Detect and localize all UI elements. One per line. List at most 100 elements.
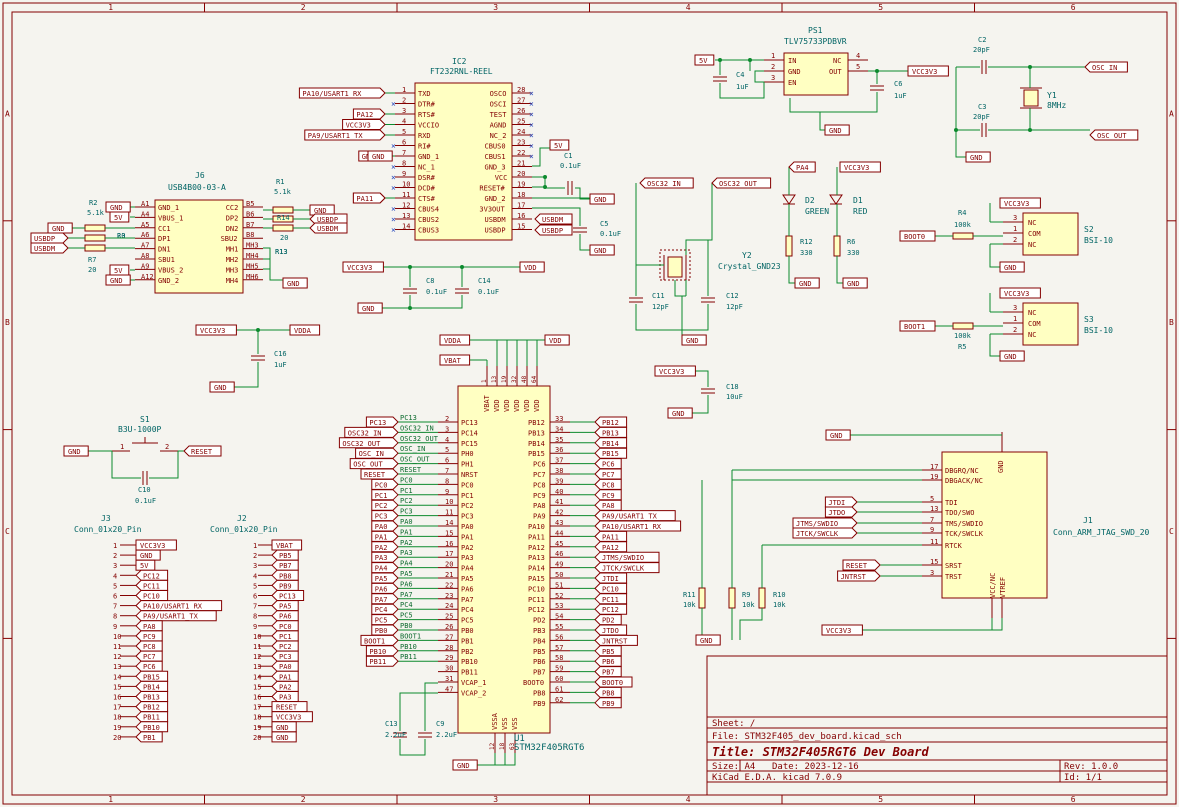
u1-pin-num: 21: [445, 571, 453, 579]
ic2-pin-name: GND_1: [418, 153, 439, 161]
u1-pin-name: PB13: [528, 429, 545, 437]
u1-right-label: [594, 572, 628, 584]
j2-pins-pin-num: 20: [253, 734, 261, 742]
j3-pins-pin-num: 18: [113, 714, 121, 722]
jtag-vcc-label: [821, 624, 863, 636]
svg-text:3: 3: [1013, 304, 1017, 312]
jtag-vcc-label-text: VCC3V3: [826, 627, 851, 635]
u1-pin-num: 12: [489, 742, 496, 750]
vdda-label: [289, 324, 321, 336]
j1-jtag-connector: DBGRQ/NC17DBGACK/NC19TDI5TDO/SWO13TMS/SW…: [922, 432, 1150, 618]
u1-pin-name: PA6: [461, 585, 474, 593]
u1-left-label-text: OSC32_IN: [348, 429, 382, 437]
wire: [690, 395, 709, 414]
u1-pin-num: 46: [555, 550, 563, 558]
usb-5v-label: [109, 211, 130, 223]
u1-pin-name: PC2: [461, 502, 474, 510]
u1-pin-num: 35: [555, 436, 563, 444]
s2-vcc-label-text: VCC3V3: [1004, 200, 1029, 208]
svg-text:IN: IN: [788, 57, 796, 65]
j3-pins-pin-label-text: PB15: [143, 673, 160, 681]
svg-text:NC: NC: [1028, 219, 1036, 227]
u1-pin-name: PA8: [533, 502, 546, 510]
u1-pin-name: PB6: [533, 658, 546, 666]
u1-right-label: [594, 624, 628, 636]
y1-value: 8MHz: [1047, 101, 1066, 110]
u1-value: STM32F405RGT6: [514, 743, 584, 753]
led-gnd-label: [842, 277, 868, 289]
s2-switch: NC COM NC 3 1 2 S2 BSI-10: [1003, 212, 1113, 256]
u1-pin-name: PC6: [533, 461, 546, 469]
j2-pins-pin-num: 13: [253, 663, 261, 671]
u1-pin-num: 40: [555, 488, 563, 496]
j3-pins-pin-num: 7: [113, 603, 117, 611]
j6-pin-num: A1: [141, 200, 149, 208]
j3-pins-pin-label-text: PC11: [143, 582, 160, 590]
j2-pins-pin-label: [271, 590, 305, 601]
ref-r4: R4: [958, 209, 966, 217]
j3-pins-pin-label-text: PB14: [143, 683, 160, 691]
led-pa4-label: [788, 161, 816, 173]
ref-r5: R5: [958, 343, 966, 351]
ic2-ft232: TXD1DTR#2×RTS#3VCCIO4RXD5RI#6×GND_17NC_1…: [391, 57, 534, 241]
ic2-pin-name: RESET#: [479, 185, 505, 193]
ref-c4: C4: [736, 71, 744, 79]
ref-r9: R9: [742, 591, 750, 599]
u1-pin-num: 7: [445, 467, 449, 475]
u1-right-label-text: JNTRST: [602, 637, 628, 645]
wire: [579, 234, 590, 251]
u1-left-label: [360, 468, 399, 480]
u1-pin-num: 34: [555, 425, 563, 433]
no-connect-mark: ×: [391, 226, 396, 235]
ic2-pin-num: 7: [402, 149, 406, 157]
value-r2: 5.1k: [87, 209, 105, 217]
wire: [399, 692, 438, 731]
wire: [424, 682, 438, 731]
title-block: Sheet: / File: STM32F405_dev_board.kicad…: [706, 655, 1168, 796]
junction: [1028, 128, 1032, 132]
wire: [399, 739, 426, 756]
ic2-pin-name: GND_2: [485, 195, 506, 203]
ic2-pin-name: TEST: [490, 111, 508, 119]
u1-right-label-text: PB9: [602, 700, 615, 708]
ldo-gnd-label: [824, 124, 850, 136]
svg-text:3: 3: [771, 74, 775, 82]
u1-vdd-label: [544, 334, 570, 346]
u1-pin-name: PA14: [528, 565, 545, 573]
svg-text:NC: NC: [833, 57, 841, 65]
ref-c13: C13: [385, 720, 398, 728]
ref-c2: C2: [978, 36, 986, 44]
u1-left-label: [371, 572, 399, 584]
tb-tool: KiCad E.D.A. kicad 7.0.9: [712, 773, 842, 783]
usbdm-label: [309, 222, 348, 234]
resistor-r5: [952, 322, 974, 330]
j2-pins-pin-label: [271, 600, 299, 612]
ref-c12: C12: [726, 292, 739, 300]
j6-pin-name: GND_2: [158, 277, 179, 285]
svg-text:4: 4: [856, 52, 860, 60]
no-connect-mark: ×: [529, 121, 534, 130]
j1-ref: J1: [1083, 516, 1093, 525]
ic2-left-label: [352, 108, 386, 120]
tb-size: Size: A4: [712, 762, 755, 772]
svg-text:5: 5: [856, 63, 860, 71]
u1-pin-num: 59: [555, 665, 563, 673]
resistor-r2: [84, 224, 106, 232]
ps1-ldo: IN GND EN NC OUT 1 2 3 4 5 PS1 TLV75733P…: [764, 26, 868, 96]
u1-right-label-text: PA8: [602, 502, 615, 510]
j1-pin-num: 13: [930, 505, 938, 513]
ic2-pin-num: 18: [517, 191, 525, 199]
u1-pin-name: PA1: [461, 533, 474, 541]
u1-left-label: [338, 437, 399, 449]
ft-pa11-label: [352, 192, 386, 204]
u1-left-label-text: PA0: [375, 523, 388, 531]
u1-pin-num: 13: [491, 375, 498, 383]
frame-row-left: B: [5, 318, 10, 327]
value-c3: 20pF: [973, 113, 990, 121]
j3-pins-pin-label: [135, 701, 169, 713]
j3-pins-pin-label: [135, 610, 217, 622]
junction: [875, 69, 879, 73]
u1-left-label-text: PB10: [369, 648, 386, 656]
j2-pins-pin-label-text: PA3: [279, 694, 292, 702]
j3-pins-pin-label-text: PB10: [143, 724, 160, 732]
